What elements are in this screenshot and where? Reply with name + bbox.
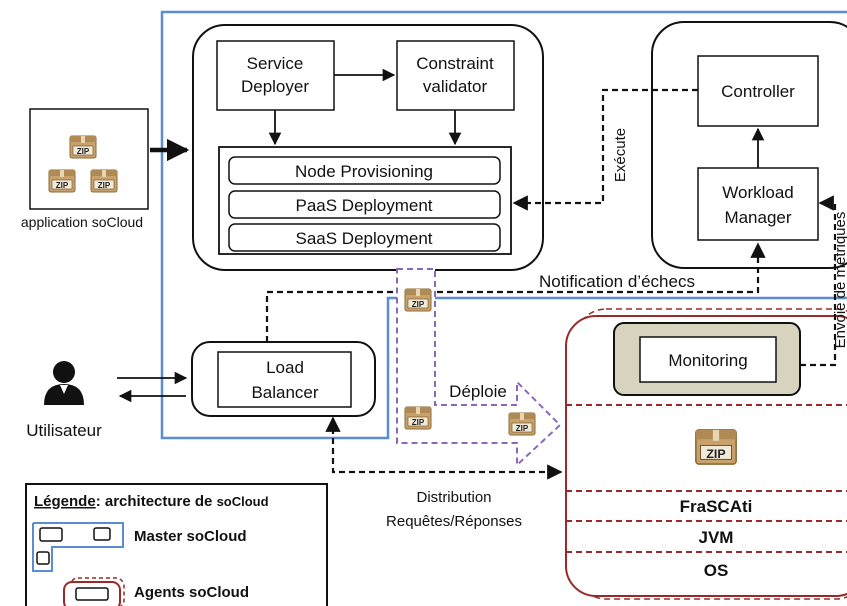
frascati-label: FraSCAti: [680, 497, 753, 516]
metrics-arrow: [800, 195, 837, 367]
deploy-zip-icon-2: [404, 406, 432, 430]
app-zip-icon-right: [90, 169, 118, 193]
workload-manager-line2: Manager: [724, 208, 791, 227]
constraint-validator-line2: validator: [423, 77, 488, 96]
monitoring-label: Monitoring: [668, 351, 747, 370]
load-balancer-line2: Balancer: [251, 383, 318, 402]
service-deployer-node: [216, 40, 335, 111]
notification-arrow: [265, 242, 766, 342]
agents-outer-outline: [575, 308, 847, 600]
notification-label: Notification d’échecs: [539, 272, 695, 291]
load-balancer-line1: Load: [266, 358, 304, 377]
deploy-zip-icon-3: [508, 412, 536, 436]
legend-agents-label: Agents soCloud: [134, 584, 249, 601]
os-label: OS: [704, 561, 729, 580]
app-zip-icon-left: [48, 169, 76, 193]
distribution-line1: Distribution: [416, 489, 491, 506]
workload-manager-node: [697, 167, 819, 241]
deploy-zip-icon-1: [404, 288, 432, 312]
controller-label: Controller: [721, 82, 795, 101]
legend-title-rest: : architecture de: [96, 493, 217, 510]
saas-deployment-node: [228, 223, 501, 252]
legend-master-symbol: [32, 522, 124, 572]
user-icon: [44, 361, 84, 405]
node-provisioning-node: [228, 156, 501, 185]
legend-title: Légende: architecture de soCloud: [34, 493, 269, 510]
paas-deployment-label: PaaS Deployment: [295, 196, 432, 215]
master-boundary: [160, 10, 847, 440]
agent-zip-icon: [695, 429, 737, 465]
distribution-line2: Requêtes/Réponses: [386, 513, 522, 530]
metrics-label: Envoie de métriques: [832, 212, 847, 349]
controller-node: [697, 55, 819, 127]
saas-deployment-label: SaaS Deployment: [295, 229, 432, 248]
legend-title-brand: soCloud: [217, 494, 269, 509]
distribution-arrow: [325, 416, 563, 480]
execute-label: Exécute: [612, 128, 629, 182]
deploy-label: Déploie: [449, 382, 507, 401]
load-balancer-node: [217, 351, 352, 408]
legend-agents-symbol: [63, 577, 125, 606]
service-deployer-line1: Service: [247, 54, 304, 73]
legend-title-underlined: Légende: [34, 493, 96, 510]
constraint-validator-node: [396, 40, 515, 111]
paas-deployment-node: [228, 190, 501, 219]
user-label: Utilisateur: [26, 421, 102, 440]
legend-master-label: Master soCloud: [134, 528, 247, 545]
jvm-label: JVM: [699, 528, 734, 547]
constraint-validator-line1: Constraint: [416, 54, 494, 73]
execute-arrow: [512, 88, 698, 211]
service-deployer-line2: Deployer: [241, 77, 309, 96]
node-provisioning-label: Node Provisioning: [295, 162, 433, 181]
application-label: application soCloud: [21, 214, 143, 230]
monitoring-node: [639, 336, 777, 383]
app-zip-icon-top: [69, 135, 97, 159]
application-box: [29, 108, 149, 210]
workload-manager-line1: Workload: [722, 183, 794, 202]
